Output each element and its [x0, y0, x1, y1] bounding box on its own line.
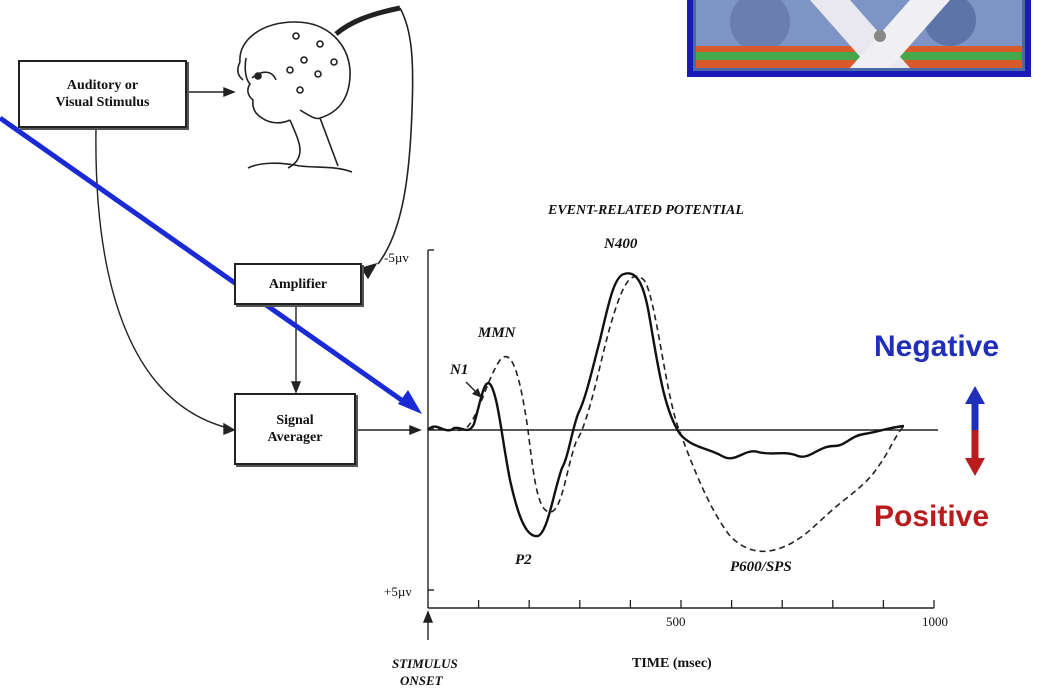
- averager-line-2: Averager: [267, 430, 323, 445]
- label-n400: N400: [604, 236, 638, 252]
- onset-line-1: STIMULUS: [392, 656, 458, 671]
- label-mmn: MMN: [478, 325, 516, 341]
- head-eeg-cap-icon: [237, 5, 414, 265]
- pointer-arrow: [0, 115, 422, 414]
- polarity-arrow-icon: [965, 386, 985, 476]
- amplifier-label: Amplifier: [268, 276, 328, 292]
- eeg-electrode-photo: [687, 0, 1031, 77]
- erp-dashed-waveform: [427, 275, 905, 553]
- y-bottom-label: +5µv: [384, 584, 412, 599]
- label-p600: P600/SPS: [730, 559, 792, 575]
- x-axis-label: TIME (msec): [632, 656, 712, 671]
- stimulus-line-2: Visual Stimulus: [55, 95, 150, 110]
- negative-label: Negative: [874, 330, 1000, 363]
- chart-title: EVENT-RELATED POTENTIAL: [548, 203, 744, 218]
- positive-label: Positive: [874, 500, 990, 533]
- chart-axes: [422, 249, 938, 640]
- averager-line-1: Signal: [276, 413, 314, 428]
- y-top-label: -5µv: [384, 250, 409, 265]
- amplifier-box: Amplifier: [234, 263, 362, 305]
- onset-line-2: ONSET: [400, 673, 443, 688]
- stimulus-line-1: Auditory or: [66, 78, 139, 93]
- signal-flow-arrows: [95, 86, 422, 436]
- x-tick-1000: 1000: [922, 614, 948, 629]
- label-p2: P2: [515, 552, 532, 568]
- x-tick-500: 500: [666, 614, 686, 629]
- erp-solid-waveform: [427, 272, 905, 538]
- x-axis-ticks: [477, 600, 935, 608]
- stimulus-box: Auditory or Visual Stimulus: [18, 60, 187, 128]
- label-n1: N1: [450, 362, 469, 378]
